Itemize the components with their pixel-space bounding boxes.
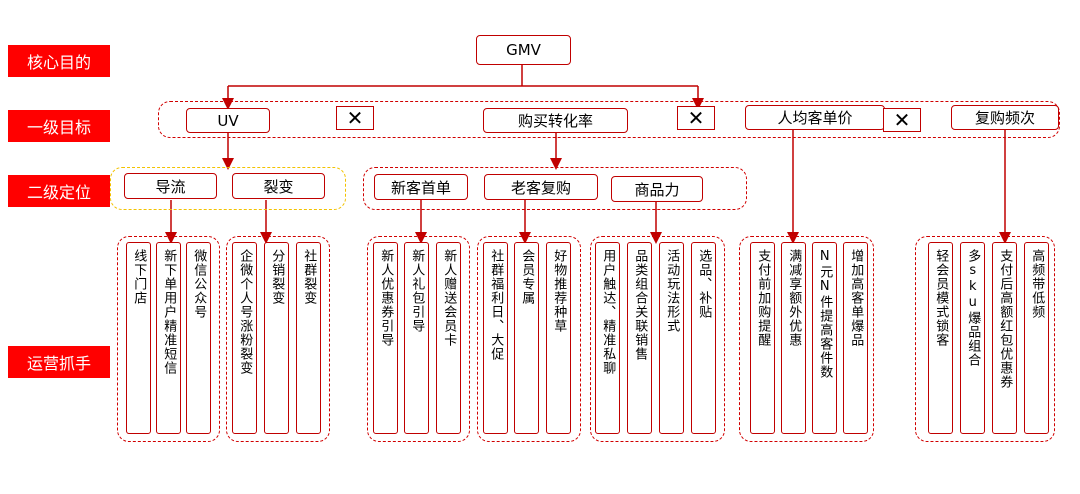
leaf-item: 新下单用户精准短信 <box>156 242 181 434</box>
second-level-product: 商品力 <box>611 176 703 202</box>
level-label-second: 二级定位 <box>8 175 110 207</box>
leaf-item: 好物推荐种草 <box>546 242 571 434</box>
leaf-item: 支付前加购提醒 <box>750 242 775 434</box>
leaf-group-traffic <box>117 236 220 442</box>
leaf-item: 轻会员模式锁客 <box>928 242 953 434</box>
leaf-group-aov <box>739 236 874 442</box>
leaf-group-repurchase <box>477 236 581 442</box>
level-label-first: 一级目标 <box>8 110 110 142</box>
second-level-repurchase: 老客复购 <box>484 174 598 200</box>
multiply-icon: ✕ <box>336 106 374 130</box>
leaf-group-product <box>590 236 725 442</box>
leaf-item: 支付后高额红包优惠券 <box>992 242 1017 434</box>
leaf-item: N元N件提高客件数 <box>812 242 837 434</box>
leaf-item: 微信公众号 <box>186 242 211 434</box>
leaf-item: 分销裂变 <box>264 242 289 434</box>
leaf-item: 高频带低频 <box>1024 242 1049 434</box>
leaf-item: 增加高客单爆品 <box>843 242 868 434</box>
first-level-group <box>158 101 1060 138</box>
leaf-group-new-order <box>367 236 470 442</box>
first-level-uv: UV <box>186 108 270 133</box>
multiply-icon: ✕ <box>677 106 715 130</box>
leaf-item: 用户触达、精准私聊 <box>595 242 620 434</box>
leaf-item: 活动玩法形式 <box>659 242 684 434</box>
leaf-item: 企微个人号涨粉裂变 <box>232 242 257 434</box>
leaf-item: 社群裂变 <box>296 242 321 434</box>
leaf-item: 新人礼包引导 <box>404 242 429 434</box>
second-level-group-uv <box>110 167 346 210</box>
second-level-new-order: 新客首单 <box>374 174 468 200</box>
level-label-core: 核心目的 <box>8 45 110 77</box>
first-level-frequency: 复购频次 <box>951 105 1059 130</box>
leaf-item: 会员专属 <box>514 242 539 434</box>
second-level-fission: 裂变 <box>232 173 325 199</box>
leaf-item: 新人优惠券引导 <box>373 242 398 434</box>
level-label-ops: 运营抓手 <box>8 346 110 378</box>
leaf-group-frequency <box>915 236 1055 442</box>
first-level-aov: 人均客单价 <box>745 105 885 130</box>
second-level-traffic: 导流 <box>124 173 217 199</box>
leaf-item: 多sku爆品组合 <box>960 242 985 434</box>
leaf-item: 选品、补贴 <box>691 242 716 434</box>
first-level-conversion: 购买转化率 <box>483 108 628 133</box>
leaf-item: 满减享额外优惠 <box>781 242 806 434</box>
leaf-item: 品类组合关联销售 <box>627 242 652 434</box>
root-node-gmv: GMV <box>476 35 571 65</box>
second-level-group-conversion <box>363 167 747 210</box>
leaf-group-fission <box>226 236 330 442</box>
leaf-item: 线下门店 <box>126 242 151 434</box>
leaf-item: 社群福利日、大促 <box>483 242 508 434</box>
leaf-item: 新人赠送会员卡 <box>436 242 461 434</box>
multiply-icon: ✕ <box>883 108 921 132</box>
